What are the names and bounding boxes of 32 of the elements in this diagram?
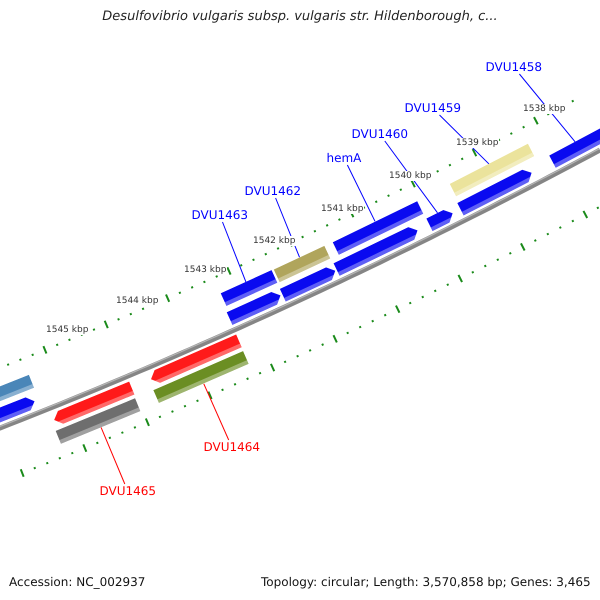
- leader-line: [100, 426, 126, 484]
- leader-line: [222, 222, 246, 282]
- scale-label: 1543 kbp: [183, 265, 228, 275]
- gene-block: [56, 398, 141, 444]
- leader-line: [346, 164, 376, 222]
- gene-label: DVU1459: [404, 101, 462, 115]
- leader-line: [203, 383, 230, 440]
- gene-label: DVU1460: [352, 127, 408, 141]
- gene-block: [549, 128, 600, 168]
- gene-label: DVU1463: [192, 208, 248, 222]
- leader-line: [384, 140, 438, 214]
- gene-label: DVU1464: [204, 440, 260, 454]
- gene-block: [153, 351, 249, 404]
- gene-label: hemA: [326, 151, 362, 165]
- gene-label: DVU1458: [486, 60, 542, 74]
- pointed-gene-block: [0, 395, 37, 424]
- title: Desulfovibrio vulgaris subsp. vulgaris str. Hildenborough, c...: [101, 9, 499, 24]
- scale-label: 1545 kbp: [45, 325, 90, 335]
- scale-label: 1540 kbp: [388, 171, 432, 181]
- footer-text: Topology: circular; Length: 3,570,858 bp; Genes: 3,465: [261, 575, 591, 589]
- scale-label: 1544 kbp: [115, 296, 160, 306]
- gene-block: [274, 245, 331, 282]
- scale-label: 1542 kbp: [252, 236, 296, 246]
- scale-label: 1538 kbp: [522, 104, 566, 114]
- gene-label: DVU1462: [244, 184, 302, 198]
- pointed-gene-block: [226, 289, 284, 326]
- scale-label: 1539 kbp: [455, 138, 500, 148]
- leader-line: [518, 74, 576, 142]
- scale-label: 1541 kbp: [320, 204, 364, 214]
- gene-label: DVU1465: [100, 484, 156, 498]
- gene-block: [0, 374, 34, 404]
- footer-text: Accession: NC_002937: [9, 575, 146, 589]
